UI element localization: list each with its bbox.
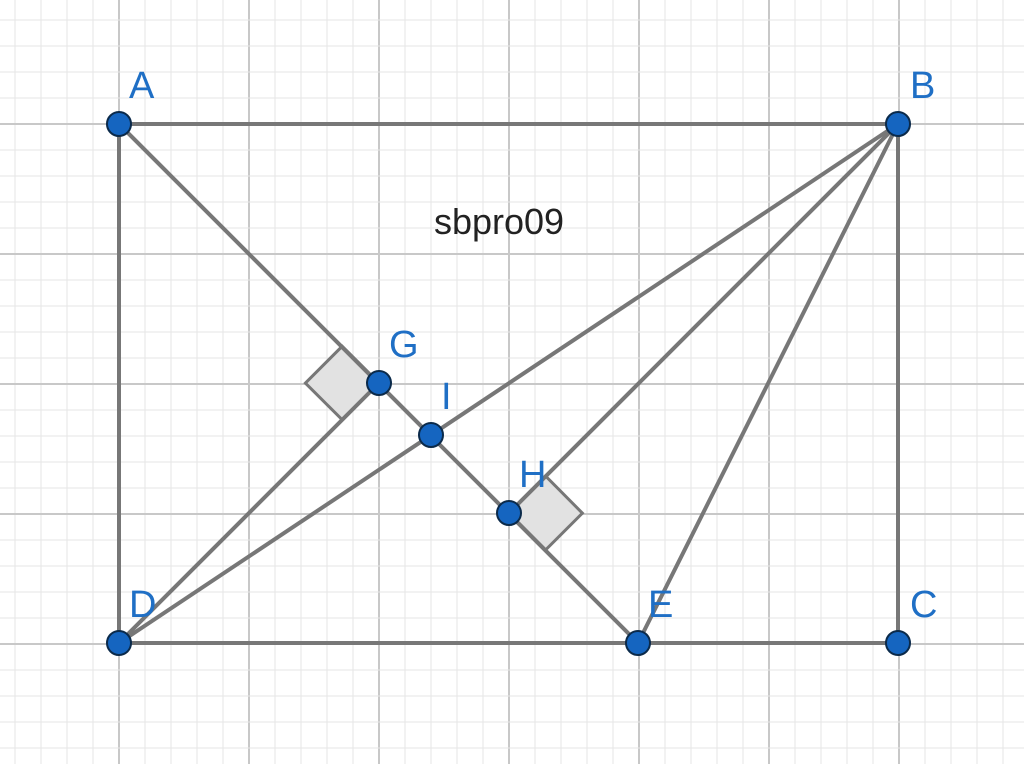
segment-be bbox=[636, 122, 900, 645]
point-h[interactable] bbox=[496, 500, 522, 526]
label-d: D bbox=[129, 584, 156, 626]
label-b: B bbox=[910, 65, 935, 107]
label-g: G bbox=[389, 324, 419, 366]
segment-dg bbox=[117, 381, 381, 645]
label-e: E bbox=[648, 584, 673, 626]
label-i: I bbox=[441, 376, 452, 418]
caption-text: sbpro09 bbox=[434, 201, 564, 242]
point-labels: A B C D E G H I bbox=[129, 65, 937, 626]
segment-bd bbox=[117, 122, 900, 645]
point-b[interactable] bbox=[885, 111, 911, 137]
point-e[interactable] bbox=[625, 630, 651, 656]
points bbox=[106, 111, 911, 656]
segment-bh bbox=[507, 122, 900, 515]
label-h: H bbox=[519, 454, 546, 496]
label-a: A bbox=[129, 65, 155, 107]
label-c: C bbox=[910, 584, 937, 626]
point-d[interactable] bbox=[106, 630, 132, 656]
point-a[interactable] bbox=[106, 111, 132, 137]
point-g[interactable] bbox=[366, 370, 392, 396]
segments bbox=[117, 122, 900, 645]
point-i[interactable] bbox=[418, 422, 444, 448]
point-c[interactable] bbox=[885, 630, 911, 656]
